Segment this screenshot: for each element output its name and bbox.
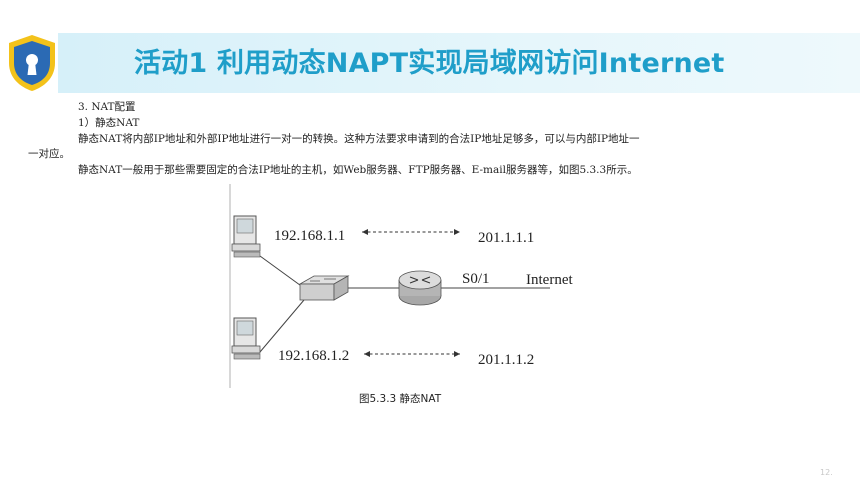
page-number: 12. xyxy=(820,468,833,477)
pc-1-icon xyxy=(231,215,261,258)
paragraph-1-line-1: 静态NAT将内部IP地址和外部IP地址进行一对一的转换。这种方法要求申请到的合法… xyxy=(78,132,640,145)
link-pc1-switch xyxy=(259,255,305,289)
public-ip-1-label: 201.1.1.1 xyxy=(478,230,534,246)
pc-2-ip-label: 192.168.1.2 xyxy=(278,348,349,364)
figure-caption: 图5.3.3 静态NAT xyxy=(359,393,442,405)
page-title: 活动1 利用动态NAPT实现局域网访问Internet xyxy=(134,48,725,79)
paragraph-1-line-2: 一对应。 xyxy=(28,148,70,161)
switch-icon xyxy=(298,275,350,301)
body-text: 3. NAT配置 1）静态NAT 静态NAT将内部IP地址和外部IP地址进行一对… xyxy=(28,100,788,179)
link-pc2-switch xyxy=(259,299,305,353)
pc-1-ip-label: 192.168.1.1 xyxy=(274,228,345,244)
public-ip-2-label: 201.1.1.2 xyxy=(478,352,534,368)
nat-mapping-arrow-1 xyxy=(362,229,460,235)
section-heading: 3. NAT配置 xyxy=(78,101,136,113)
internet-label: Internet xyxy=(526,272,573,288)
interface-label: S0/1 xyxy=(462,271,490,287)
pc-2-icon xyxy=(231,317,261,360)
static-nat-diagram: 192.168.1.1 192.168.1.2 201.1.1.1 201.1.… xyxy=(229,184,573,388)
sub-heading: 1）静态NAT xyxy=(78,116,140,129)
nat-mapping-arrow-2 xyxy=(364,351,460,357)
slide-header: 活动1 利用动态NAPT实现局域网访问Internet xyxy=(0,27,860,93)
router-icon xyxy=(398,270,442,306)
header-band xyxy=(58,33,860,93)
paragraph-2: 静态NAT一般用于那些需要固定的合法IP地址的主机，如Web服务器、FTP服务器… xyxy=(78,164,638,177)
shield-lock-icon xyxy=(9,35,55,91)
